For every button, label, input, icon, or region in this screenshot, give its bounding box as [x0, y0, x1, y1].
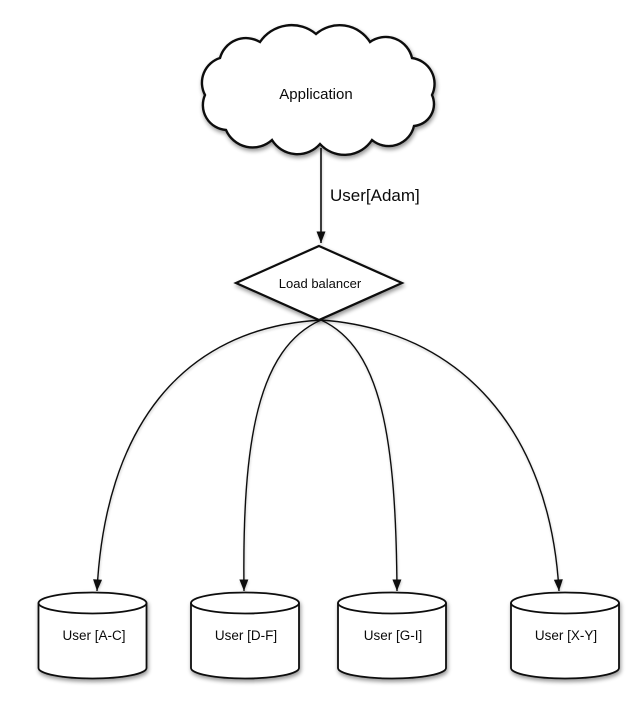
shard-label-4: User [X-Y]	[535, 628, 597, 643]
shard-label-1: User [A-C]	[62, 628, 125, 643]
cylinder-top	[37, 591, 148, 615]
load-balancer-node	[233, 244, 405, 322]
edge-loadbalancer-to-shard-2	[239, 319, 322, 592]
cylinder-body	[37, 603, 148, 680]
shard-label-3: User [G-I]	[364, 628, 423, 643]
cylinder-body	[337, 603, 447, 680]
cylinder-body	[510, 603, 620, 680]
application-node	[200, 23, 436, 157]
shard-label-2: User [D-F]	[215, 628, 277, 643]
shard-node-2	[190, 591, 300, 680]
load-balancer-label: Load balancer	[279, 276, 362, 291]
diamond-icon	[233, 244, 405, 322]
edge-loadbalancer-to-shard-1	[93, 319, 322, 592]
application-label: Application	[279, 86, 352, 103]
cylinder-top	[190, 591, 300, 615]
request-edge-label: User[Adam]	[330, 186, 420, 205]
edges	[93, 148, 563, 592]
cylinder-body	[190, 603, 300, 680]
shard-node-3	[337, 591, 447, 680]
edge-loadbalancer-to-shard-4	[320, 319, 563, 592]
shard-node-4	[510, 591, 620, 680]
edge-loadbalancer-to-shard-3	[320, 319, 402, 592]
cylinder-top	[510, 591, 620, 615]
cylinder-top	[337, 591, 447, 615]
shard-node-1	[37, 591, 148, 680]
cloud-icon	[200, 23, 436, 157]
